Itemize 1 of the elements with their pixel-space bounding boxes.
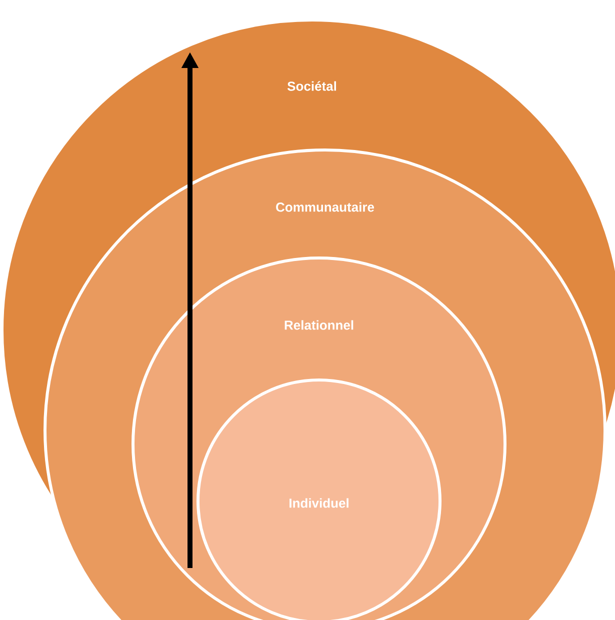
circle-layer: Individuel (196, 378, 442, 620)
